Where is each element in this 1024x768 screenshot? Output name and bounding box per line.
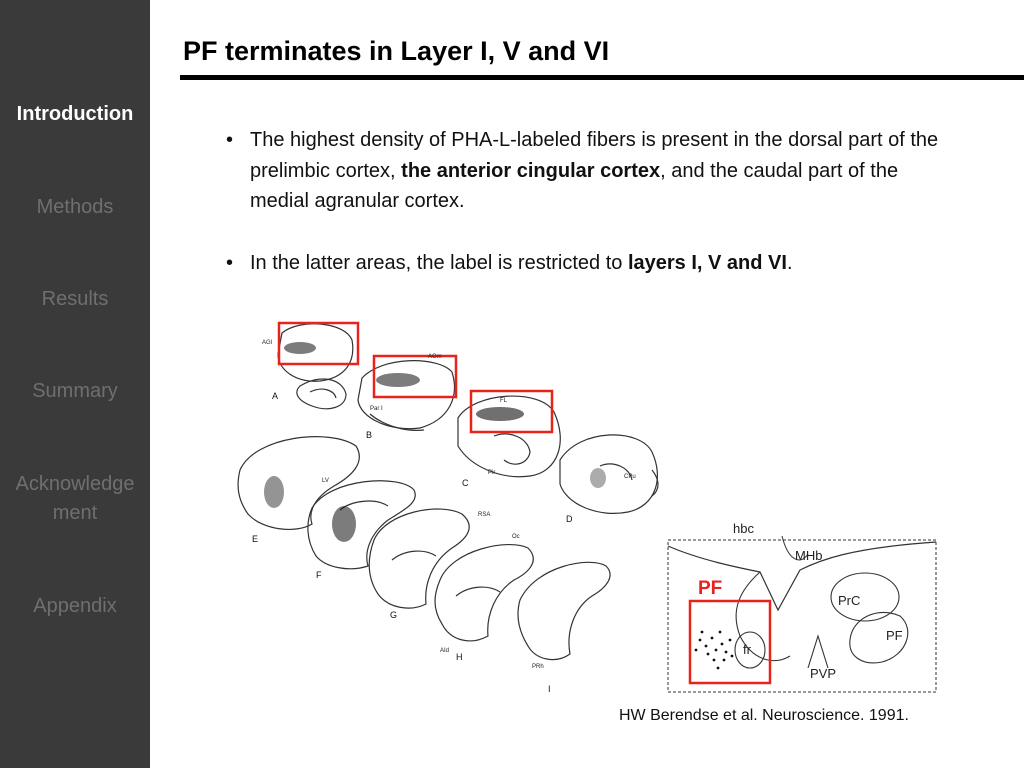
brain-section-figure: A B C D E F G H I AGl AGm Par I FL Pir C…	[237, 321, 937, 694]
bullet-1: • The highest density of PHA-L-labeled f…	[226, 125, 946, 217]
section-letter-b: B	[366, 430, 372, 440]
section-h-outline	[434, 544, 534, 642]
highlight-box-a	[277, 321, 360, 366]
region-label: Oc	[512, 534, 520, 540]
section-e-outline	[237, 436, 360, 531]
section-letter-e: E	[252, 534, 258, 544]
section-c-outline	[457, 395, 561, 478]
section-i-outline	[517, 561, 611, 661]
pf-labeled-dots	[694, 630, 734, 670]
bullet-text: The highest density of PHA-L-labeled fib…	[250, 129, 939, 212]
pf-highlight-box	[688, 599, 772, 685]
region-label: Par I	[370, 406, 383, 412]
section-letter-f: F	[316, 570, 322, 580]
region-label: AGm	[428, 354, 442, 360]
slide-title: PF terminates in Layer I, V and VI	[183, 36, 610, 66]
thalamus-inset: hbc MHb PrC PF fr PVP	[667, 521, 937, 693]
nav-introduction[interactable]: Introduction	[16, 103, 134, 125]
bullet-marker: •	[226, 252, 234, 274]
nav-appendix[interactable]: Appendix	[33, 595, 117, 617]
inset-label-mhb: MHb	[795, 548, 822, 563]
section-b-outline	[357, 360, 456, 430]
nav-acknowledgement[interactable]: Acknowledge ment	[15, 473, 135, 524]
nav-methods[interactable]: Methods	[36, 196, 114, 218]
sidebar: Introduction Methods Results Summary Ack…	[0, 0, 150, 768]
region-label: Pir	[488, 470, 495, 476]
nav-summary[interactable]: Summary	[32, 380, 118, 402]
section-letter-h: H	[456, 652, 463, 662]
section-letter-c: C	[462, 478, 469, 488]
inset-label-pf: PF	[886, 628, 903, 643]
region-label: PRh	[532, 664, 544, 670]
section-a-outline	[277, 323, 354, 382]
title-rule	[180, 75, 1024, 80]
highlight-box-b	[372, 354, 458, 399]
section-g-outline	[368, 508, 470, 609]
highlight-box-c	[469, 389, 554, 434]
section-letter-d: D	[566, 514, 573, 524]
bullet-2: • In the latter areas, the label is rest…	[226, 248, 946, 279]
section-letter-g: G	[390, 610, 397, 620]
inset-label-prc: PrC	[838, 593, 860, 608]
region-label: LV	[322, 478, 329, 484]
citation: HW Berendse et al. Neuroscience. 1991.	[619, 707, 909, 724]
section-letter-a: A	[272, 391, 278, 401]
nav-results[interactable]: Results	[41, 288, 109, 310]
inset-label-pvp: PVP	[810, 666, 836, 681]
section-letter-i: I	[548, 684, 551, 694]
labeled-fiber-dots	[264, 342, 606, 542]
pf-red-label: PF	[698, 578, 723, 599]
region-label: FL	[500, 398, 508, 404]
bullet-marker: •	[226, 129, 234, 151]
bullet-text: In the latter areas, the label is restri…	[250, 252, 793, 274]
region-label: AId	[440, 648, 449, 654]
inset-label-fr: fr	[743, 642, 752, 657]
section-f-outline	[307, 480, 416, 570]
region-label: RSA	[478, 512, 490, 518]
region-label: CPu	[624, 474, 636, 480]
region-label: AGl	[262, 340, 272, 346]
section-d-outline	[559, 434, 658, 514]
inset-label-hbc: hbc	[733, 521, 754, 536]
